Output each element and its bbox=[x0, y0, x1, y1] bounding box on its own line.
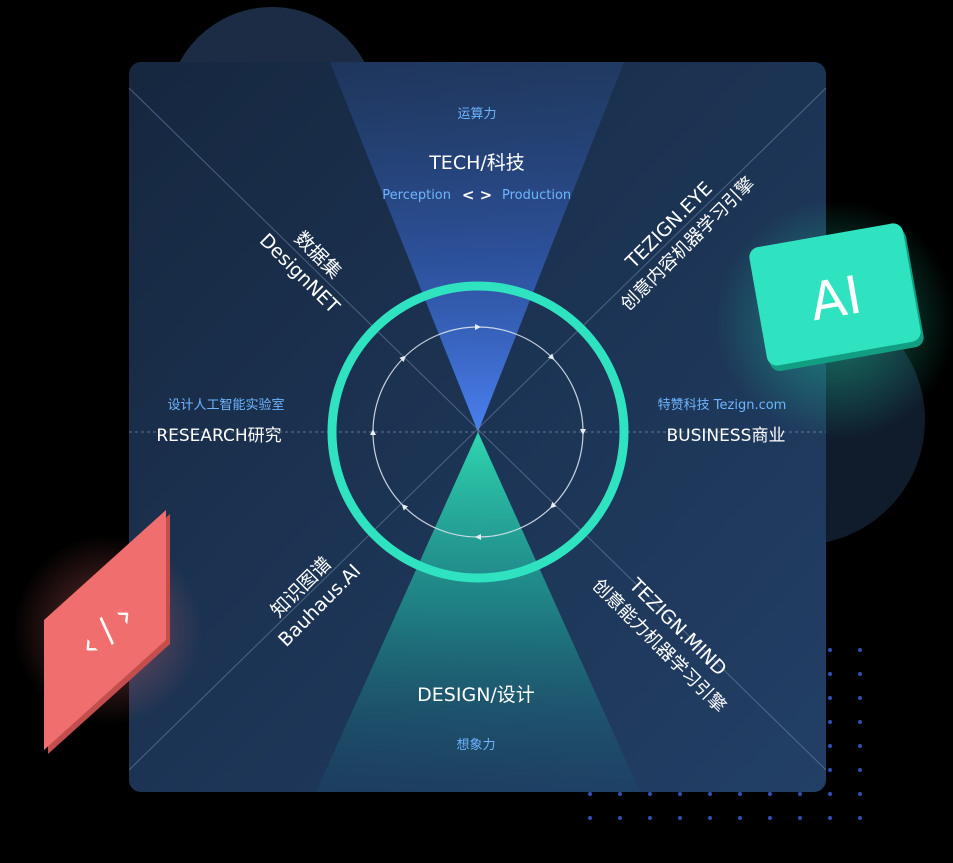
ring-arrow bbox=[475, 534, 481, 540]
decor-dot bbox=[858, 720, 862, 724]
decor-dot bbox=[768, 816, 772, 820]
perception-label: Perception bbox=[382, 188, 451, 203]
decor-dot bbox=[828, 720, 832, 724]
research-title: RESEARCH研究 bbox=[156, 426, 281, 446]
decor-dot bbox=[858, 744, 862, 748]
research-sub-label: 设计人工智能实验室 bbox=[167, 397, 284, 413]
decor-dot bbox=[678, 816, 682, 820]
decor-dot bbox=[828, 672, 832, 676]
decor-dot bbox=[828, 696, 832, 700]
decor-dot bbox=[798, 792, 802, 796]
ai-icon: AI bbox=[806, 265, 867, 333]
decor-dot bbox=[828, 816, 832, 820]
decor-dot bbox=[738, 816, 742, 820]
decor-dot bbox=[858, 792, 862, 796]
tech-title: TECH/科技 bbox=[428, 152, 525, 174]
business-title: BUSINESS商业 bbox=[667, 426, 786, 446]
design-beam bbox=[316, 432, 640, 792]
decor-dot bbox=[588, 816, 592, 820]
tech-sub-label: 运算力 bbox=[457, 107, 496, 122]
decor-dot bbox=[648, 816, 652, 820]
ring-arrow bbox=[580, 429, 586, 435]
decor-dot bbox=[648, 792, 652, 796]
decor-dot bbox=[858, 672, 862, 676]
design-sub-label: 想象力 bbox=[456, 737, 495, 753]
decor-dot bbox=[768, 792, 772, 796]
outer-ring bbox=[327, 281, 629, 583]
decor-dot bbox=[798, 816, 802, 820]
diagonal-line-2 bbox=[129, 87, 826, 771]
design-title: DESIGN/设计 bbox=[417, 684, 535, 706]
decor-dot bbox=[708, 816, 712, 820]
tech-beam bbox=[330, 62, 624, 432]
ring-arrow bbox=[370, 429, 376, 435]
production-label: Production bbox=[502, 188, 571, 203]
ai-badge: AI bbox=[749, 223, 924, 372]
decor-dot bbox=[708, 792, 712, 796]
decor-dot bbox=[618, 792, 622, 796]
decor-dot bbox=[858, 648, 862, 652]
decor-dot bbox=[858, 816, 862, 820]
decor-dot bbox=[828, 744, 832, 748]
io-arrows: < > bbox=[462, 186, 492, 204]
ring-arrow bbox=[475, 324, 481, 330]
decor-dot bbox=[738, 792, 742, 796]
decor-dot bbox=[588, 792, 592, 796]
decor-dot bbox=[858, 696, 862, 700]
decor-dot bbox=[618, 816, 622, 820]
decor-dot bbox=[678, 792, 682, 796]
decor-dot bbox=[828, 792, 832, 796]
code-badge: ‹ / › bbox=[44, 510, 170, 754]
dot-grid bbox=[588, 648, 862, 820]
decor-dot bbox=[828, 648, 832, 652]
decor-dot bbox=[828, 768, 832, 772]
decor-dot bbox=[858, 768, 862, 772]
